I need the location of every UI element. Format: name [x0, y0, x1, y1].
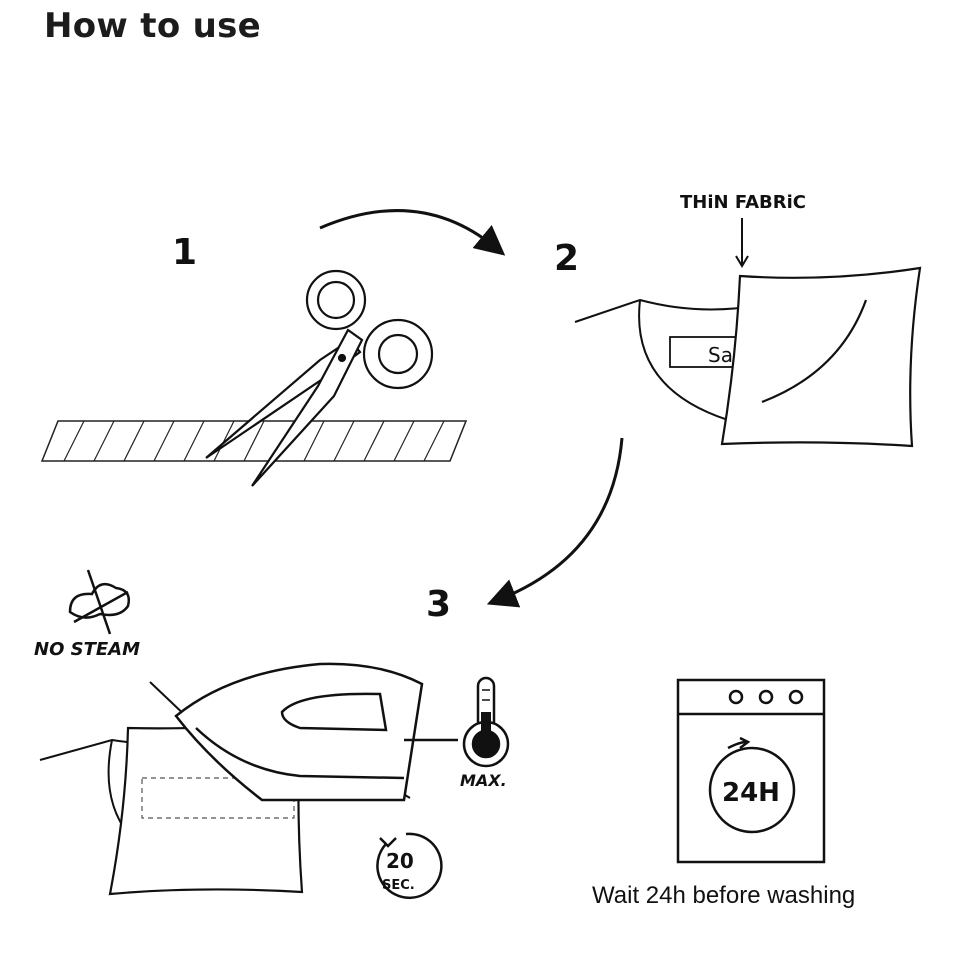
scissors-icon — [205, 269, 434, 487]
thin-fabric-sheet — [720, 266, 922, 448]
no-steam-icon — [68, 569, 130, 635]
thin-fabric-label: THiN FABRiC — [680, 192, 806, 213]
patch-text: Sa — [708, 343, 733, 367]
thermometer-icon — [462, 676, 510, 768]
arrow-step2-to-step3 — [486, 437, 624, 608]
wash-wait-badge: 24H — [722, 778, 780, 808]
step-3-number: 3 — [426, 584, 451, 625]
washing-machine-icon — [676, 678, 826, 864]
temperature-label: MAX. — [460, 771, 507, 790]
timer-unit: SEC. — [382, 878, 415, 893]
step-1-number: 1 — [172, 232, 197, 273]
timer-value: 20 — [386, 849, 414, 873]
iron-icon — [174, 662, 458, 802]
page-title: How to use — [44, 6, 262, 46]
step-2-number: 2 — [554, 238, 579, 279]
arrow-step1-to-step2 — [319, 209, 506, 256]
timer-icon — [376, 832, 443, 900]
wash-caption: Wait 24h before washing — [592, 882, 856, 909]
no-steam-label: NO STEAM — [34, 639, 140, 660]
garment-neckline — [574, 298, 761, 323]
hatched-strip — [40, 420, 468, 462]
